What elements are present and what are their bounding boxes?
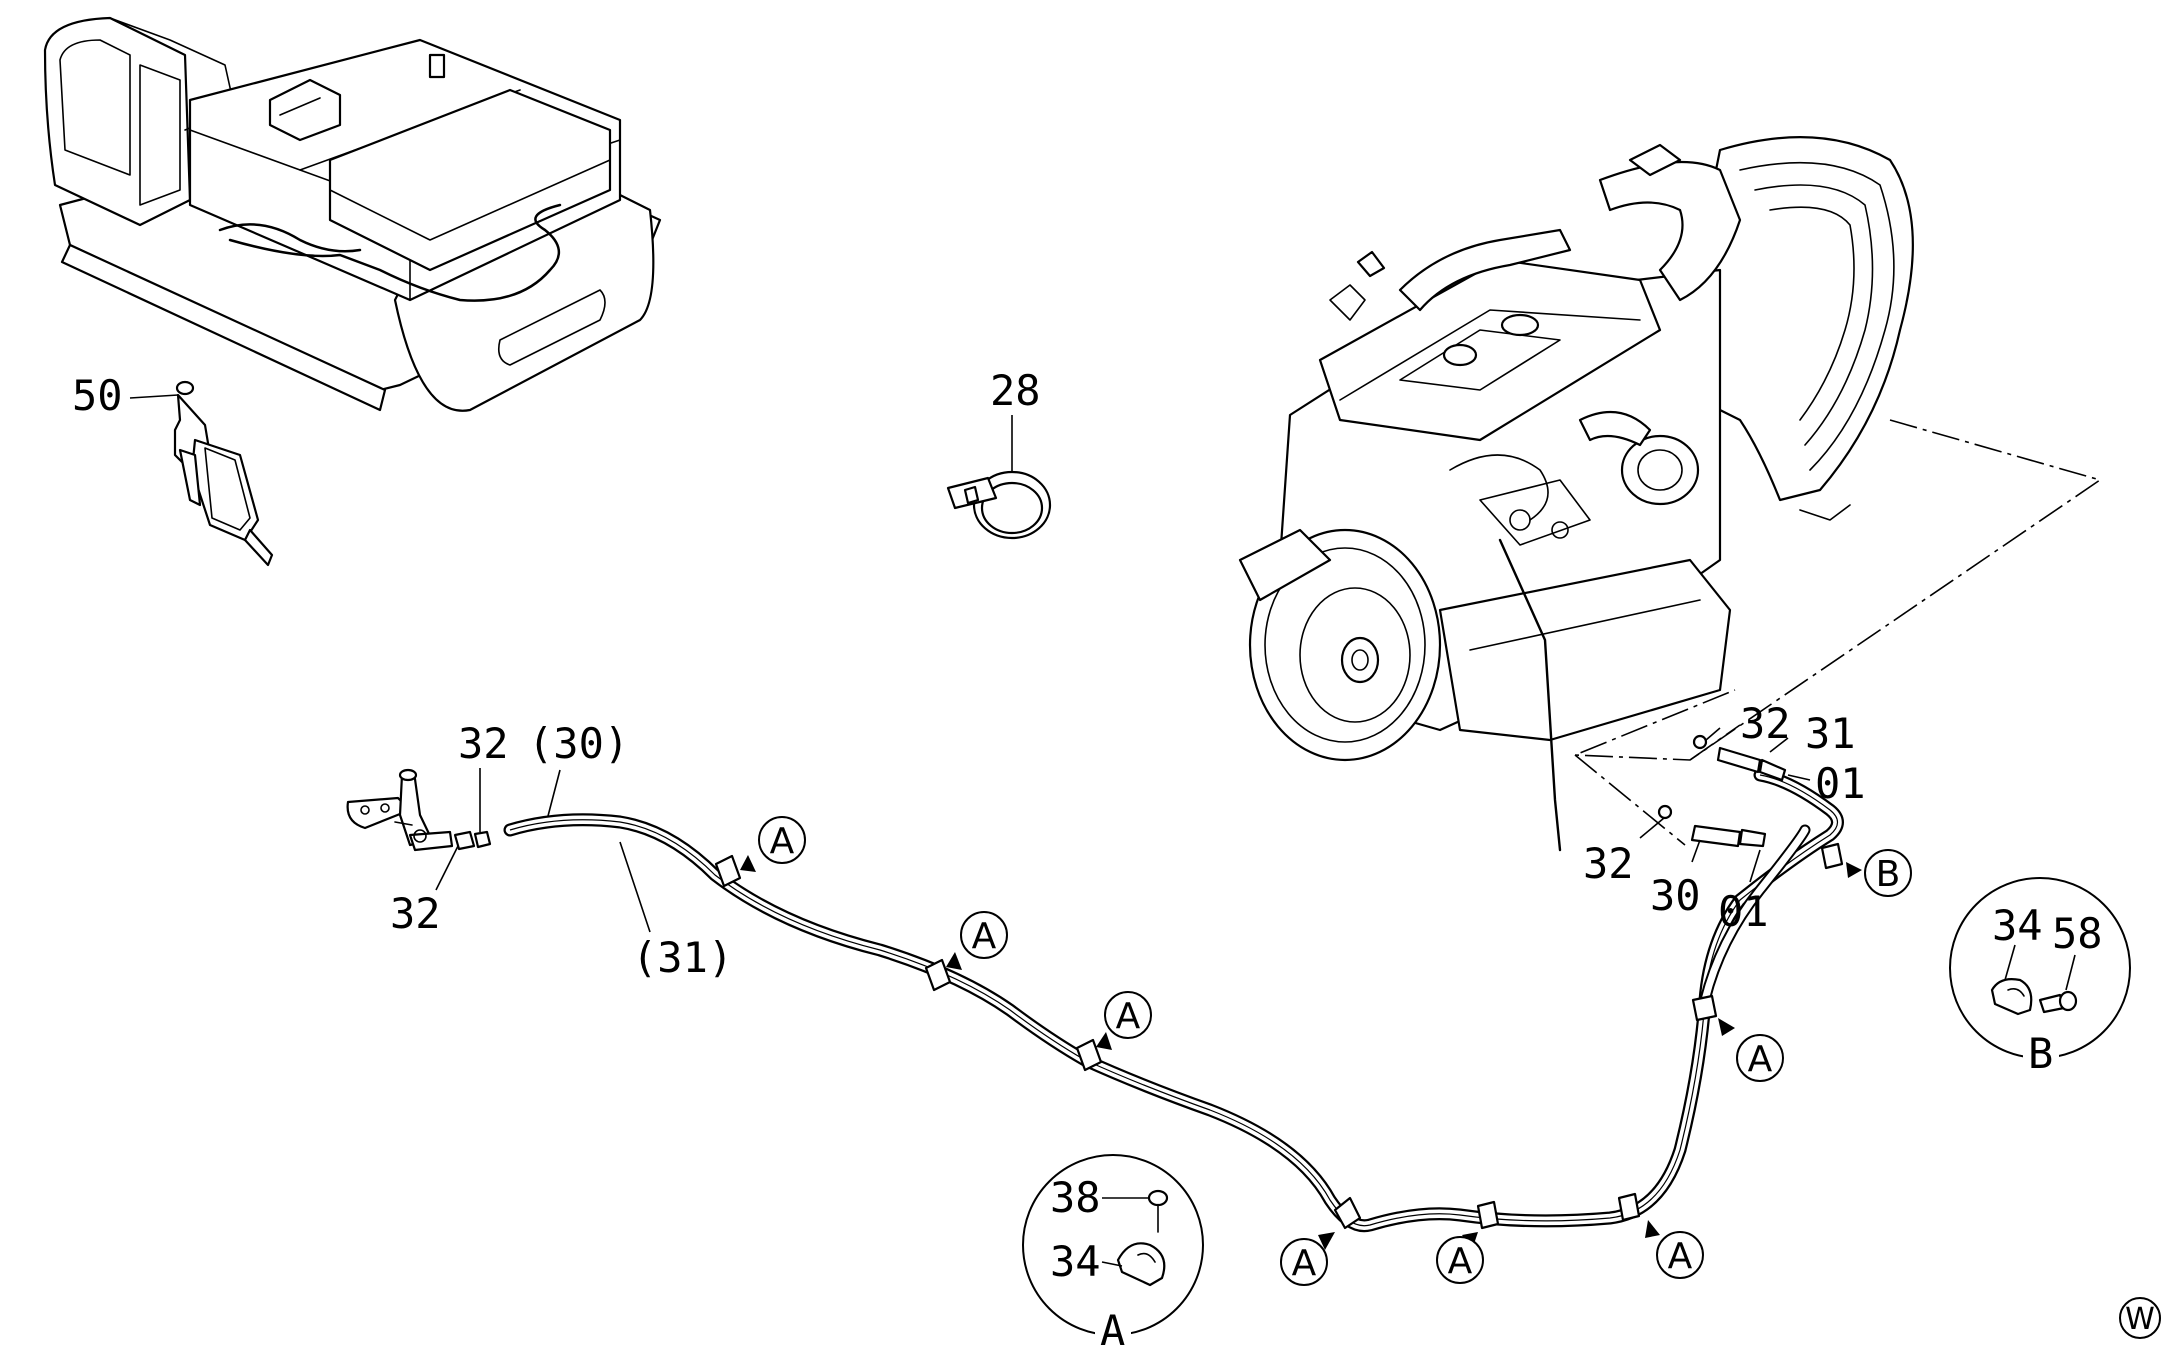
callout-31-left: (31) (632, 933, 733, 982)
callout-58-detail-b: 58 (2052, 909, 2103, 958)
marker-b: B (1846, 849, 1912, 897)
detail-markers: A A A A A A A (740, 816, 1912, 1286)
marker-a-4: A (1280, 1232, 1335, 1286)
callout-28: 28 (990, 366, 1041, 415)
hose-route (503, 734, 1844, 1233)
callout-32-left-bottom: 32 (390, 889, 441, 938)
svg-text:A: A (1116, 996, 1141, 1037)
detail-b-title: B (2028, 1029, 2053, 1078)
callout-32-left-top: 32 (458, 719, 509, 768)
marker-a-3: A (1096, 991, 1152, 1050)
marker-a-7: A (1718, 1018, 1784, 1082)
svg-text:A: A (1448, 1241, 1473, 1282)
callout-31-right: 31 (1805, 709, 1856, 758)
marker-a-5: A (1436, 1232, 1484, 1284)
callout-34-detail-a: 34 (1050, 1237, 1101, 1286)
detail-a-title: A (1100, 1306, 1125, 1351)
callout-34-detail-b: 34 (1992, 901, 2043, 950)
callout-leaders (435, 727, 1811, 933)
callout-38-detail-a: 38 (1050, 1173, 1101, 1222)
svg-text:A: A (972, 916, 997, 957)
callout-01-right-mid: 01 (1718, 887, 1769, 936)
reference-lines (1574, 419, 2102, 846)
part-28-band-clamp (946, 415, 1052, 540)
detail-a (1022, 1154, 1204, 1351)
marker-a-6: A (1645, 1220, 1704, 1279)
engine-assembly (1238, 136, 1914, 852)
svg-text:A: A (770, 821, 795, 862)
marker-a-2: A (946, 911, 1008, 970)
callout-labels: 50 28 32 (30) 32 (31) 32 31 01 32 30 01 … (72, 366, 2103, 1351)
part-50-fitting (129, 380, 274, 567)
svg-text:A: A (1292, 1243, 1317, 1284)
corner-mark: W (2119, 1297, 2161, 1339)
callout-50: 50 (72, 371, 123, 420)
callout-32-right-mid: 32 (1583, 839, 1634, 888)
svg-text:W: W (2125, 1302, 2155, 1337)
svg-text:A: A (1748, 1039, 1773, 1080)
detail-b (1949, 877, 2131, 1075)
left-pipe-fitting (346, 768, 492, 852)
callout-01-right-top: 01 (1815, 759, 1866, 808)
callout-30-right: 30 (1650, 871, 1701, 920)
callout-30-left: (30) (528, 719, 629, 768)
excavator-overview (43, 16, 662, 412)
svg-text:B: B (1876, 854, 1901, 895)
callout-32-right-top: 32 (1740, 699, 1791, 748)
marker-a-1: A (740, 816, 806, 872)
svg-text:A: A (1668, 1236, 1693, 1277)
